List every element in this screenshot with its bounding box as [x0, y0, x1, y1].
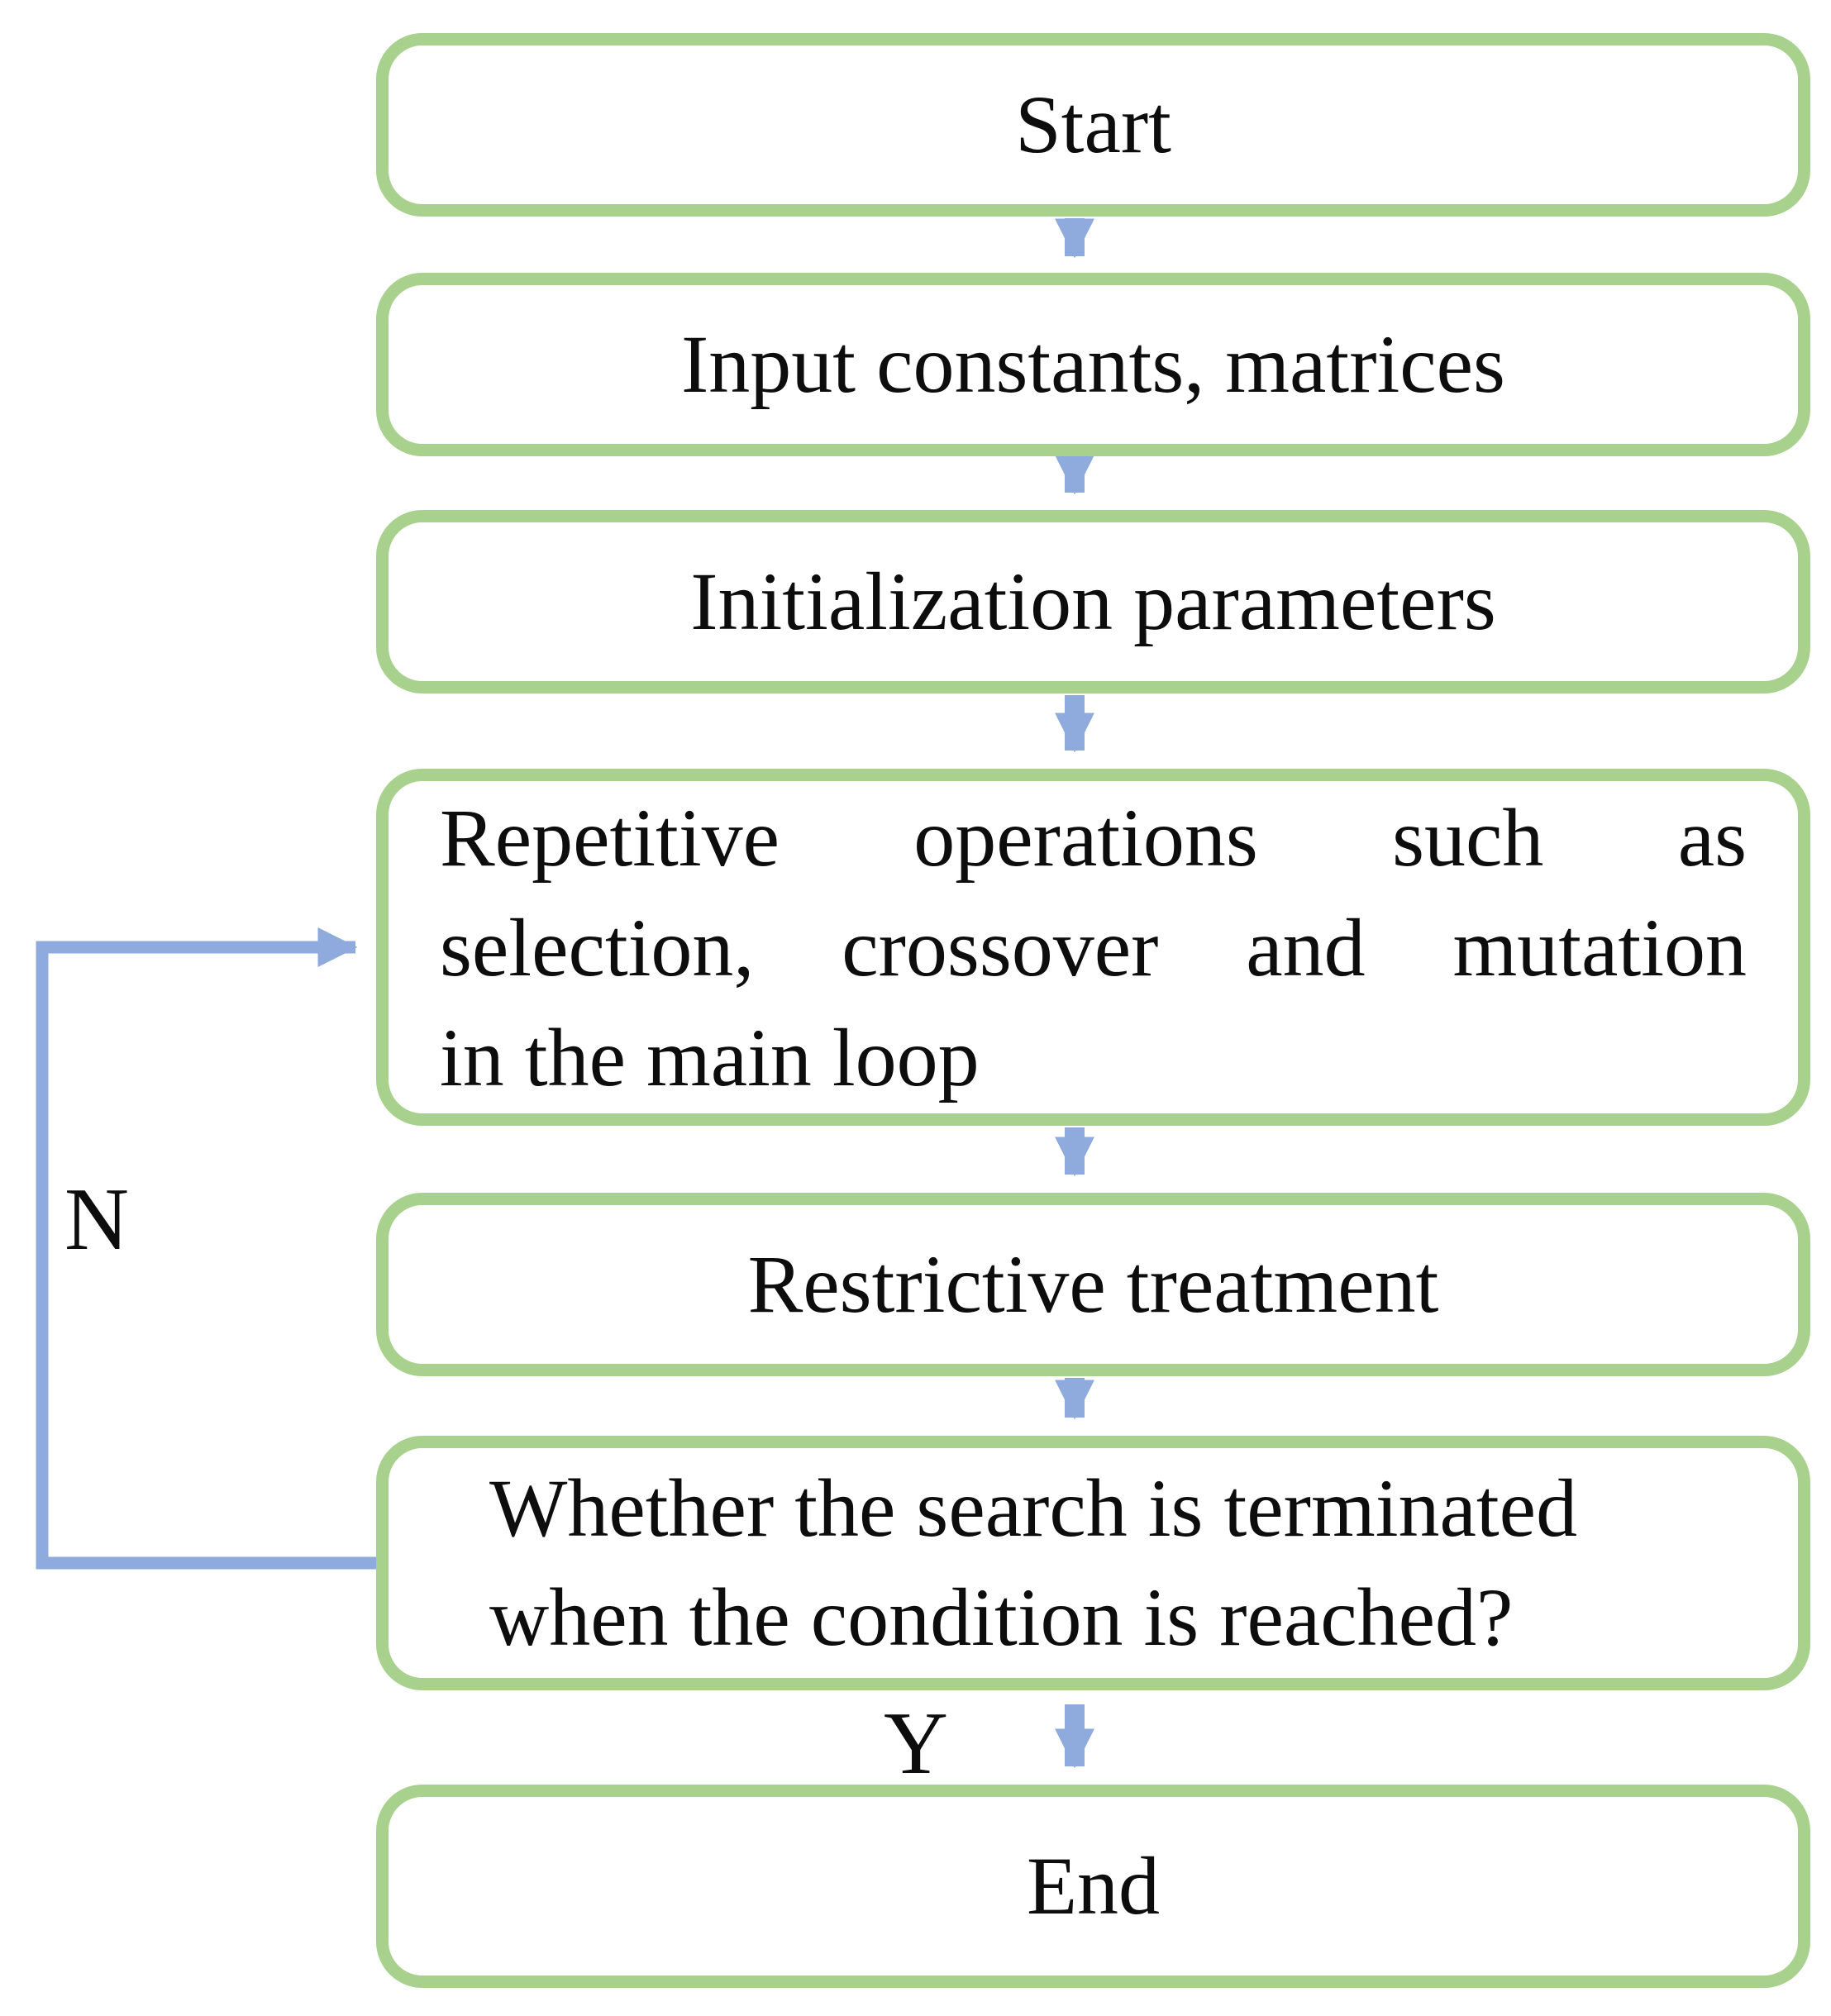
node-decision-line-1: Whether the search is terminated	[489, 1462, 1578, 1554]
node-initialization: Initialization parameters	[376, 510, 1810, 693]
node-input-constants-label: Input constants, matrices	[681, 318, 1505, 410]
node-decision-line-2: when the condition is reached?	[489, 1571, 1514, 1663]
node-end: End	[376, 1785, 1810, 1988]
node-repetitive-line-1: Repetitive operations such as	[440, 791, 1747, 884]
node-end-label: End	[1026, 1840, 1161, 1932]
node-restrictive-treatment-label: Restrictive treatment	[747, 1238, 1439, 1330]
node-restrictive-treatment: Restrictive treatment	[376, 1193, 1810, 1376]
edge-label-no: N	[64, 1170, 129, 1269]
node-repetitive-line-3: in the main loop	[440, 1011, 980, 1103]
node-termination-decision: Whether the search is terminated when th…	[376, 1436, 1810, 1690]
node-start-label: Start	[1015, 79, 1171, 170]
edge-label-yes: Y	[884, 1694, 948, 1793]
node-initialization-label: Initialization parameters	[690, 555, 1496, 647]
node-start: Start	[376, 33, 1810, 217]
node-input-constants: Input constants, matrices	[376, 273, 1810, 456]
node-repetitive-line-2: selection, crossover and mutation	[440, 901, 1747, 994]
node-repetitive-operations: Repetitive operations such as selection,…	[376, 769, 1810, 1126]
